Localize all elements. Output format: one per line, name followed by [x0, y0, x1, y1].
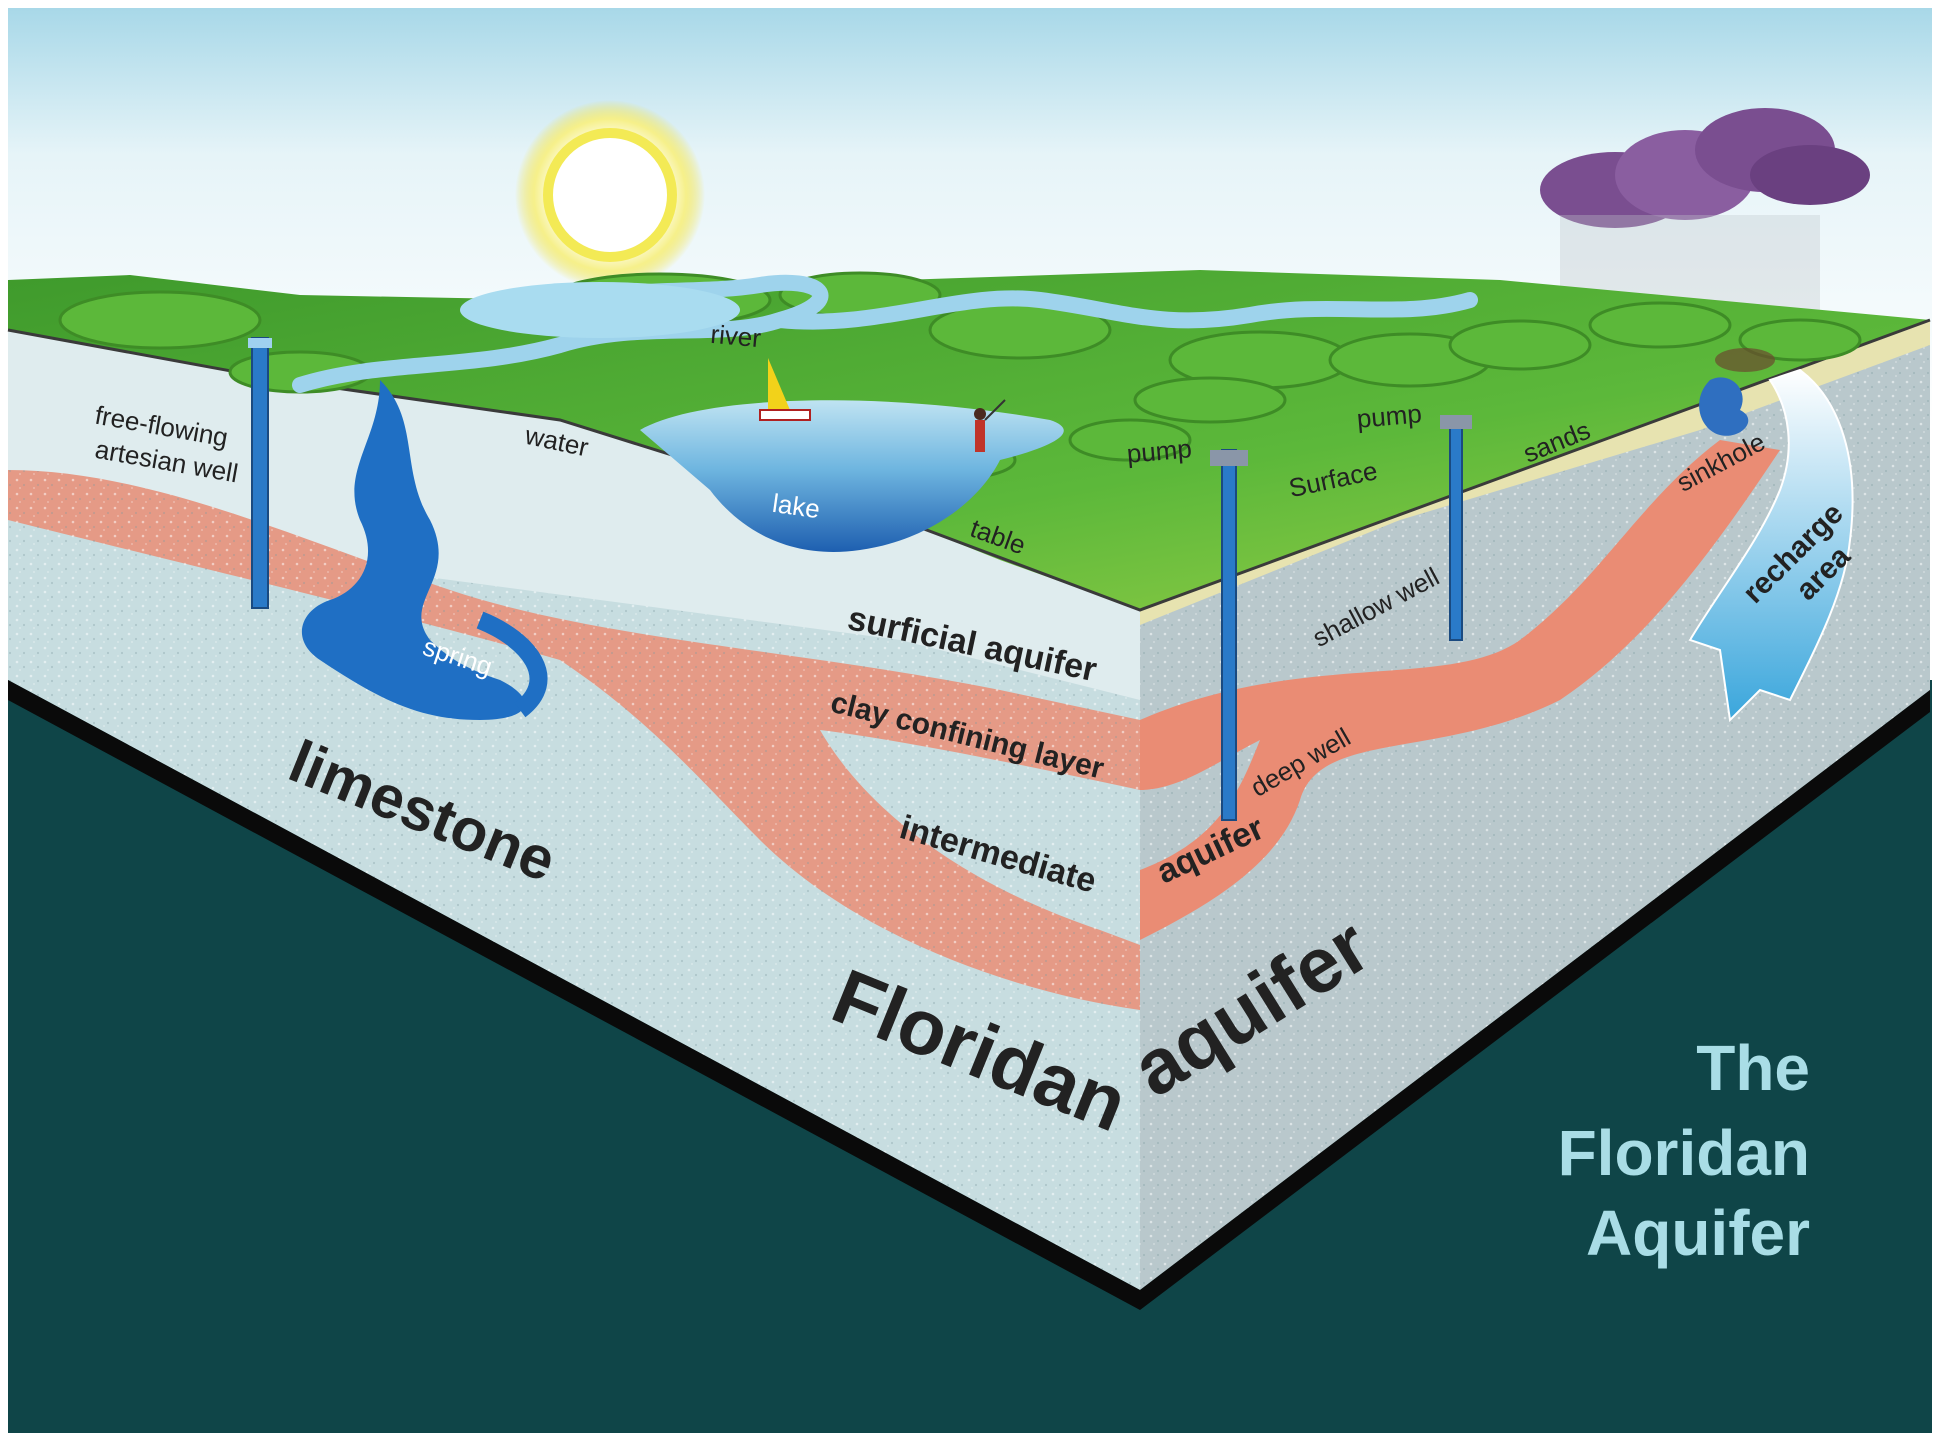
river-pool	[460, 282, 740, 338]
clay-confining-layer-right	[1140, 440, 1780, 940]
shallow-well	[1440, 415, 1472, 641]
sinkhole-icon	[1699, 377, 1749, 436]
label-pump-left: pump	[1126, 433, 1193, 469]
title-line-2: Floridan	[1558, 1117, 1810, 1189]
pump-left-icon	[1210, 450, 1248, 466]
artesian-well-pipe	[251, 337, 269, 609]
deep-well	[1210, 449, 1248, 821]
title-line-3: Aquifer	[1586, 1197, 1810, 1269]
sailboat-icon	[759, 358, 811, 421]
lake	[640, 400, 1064, 552]
label-river: river	[709, 319, 762, 353]
river	[292, 274, 1478, 393]
sun-disc	[543, 128, 677, 262]
left-bottom-edge	[8, 680, 1140, 1310]
surficial-band	[8, 330, 1140, 700]
right-bottom-edge	[1140, 690, 1930, 1310]
pump-right-icon	[1440, 415, 1472, 429]
title-line-1: The	[1696, 1032, 1810, 1104]
spring-water	[301, 380, 525, 720]
label-pump-right: pump	[1356, 398, 1423, 434]
fisherman-icon	[974, 399, 1006, 452]
recharge-arrow-icon	[1688, 368, 1854, 723]
label-lake: lake	[771, 488, 822, 524]
